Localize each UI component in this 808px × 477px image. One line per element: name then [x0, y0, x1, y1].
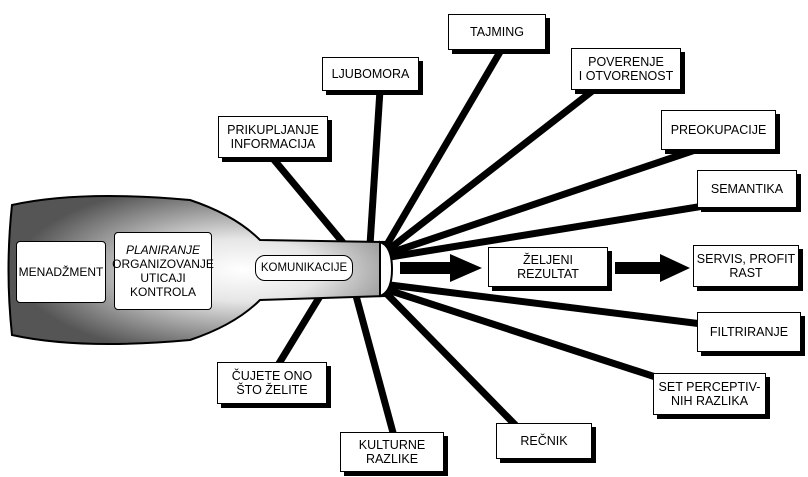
box-poverenje-i-otvorenost: POVERENJE I OTVORENOST	[571, 48, 681, 90]
box-filtriranje: FILTRIRANJE	[697, 312, 801, 352]
box-cujete-ono-sto-zelite: ČUJETE ONO ŠTO ŽELITE	[217, 362, 327, 404]
box-recnik: REČNIK	[496, 423, 592, 459]
box-prikupljanje-informacija: PRIKUPLJANJE INFORMACIJA	[218, 116, 328, 158]
komunikacije-label: KOMUNIKACIJE	[255, 255, 353, 281]
connector-lines	[267, 50, 712, 443]
box-preokupacije: PREOKUPACIJE	[661, 110, 776, 150]
kontrola-label: KONTROLA	[129, 285, 196, 299]
box-set-perceptivnih-razlika: SET PERCEPTIV- NIH RAZLIKA	[653, 373, 766, 415]
arrow-to-servis	[615, 254, 690, 282]
flow-arrows	[400, 254, 690, 282]
organizovanje-label: ORGANIZOVANJE	[112, 257, 214, 271]
box-ljubomora: LJUBOMORA	[322, 57, 419, 91]
box-kulturne-razlike: KULTURNE RAZLIKE	[340, 432, 444, 472]
planiranje-label-group: PLANIRANJE ORGANIZOVANJE UTICAJI KONTROL…	[112, 232, 214, 310]
box-servis-profit-rast: SERVIS, PROFIT RAST	[693, 245, 799, 287]
planiranje-label: PLANIRANJE	[125, 243, 201, 257]
box-semantika: SEMANTIKA	[697, 170, 797, 208]
arrow-to-zeljeni-rezultat	[400, 254, 482, 282]
menadzment-label: MENADŽMENT	[16, 241, 106, 303]
box-zeljeni-rezultat: ŽELJENI REZULTAT	[488, 247, 608, 287]
uticaji-label: UTICAJI	[140, 271, 186, 285]
box-tajming: TAJMING	[448, 14, 546, 50]
